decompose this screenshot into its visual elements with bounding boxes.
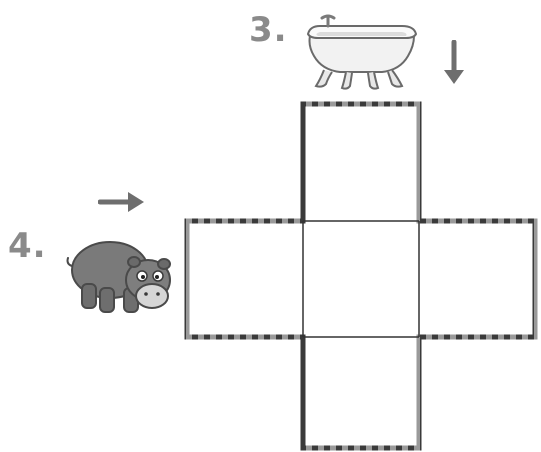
net-outline	[187, 104, 535, 448]
